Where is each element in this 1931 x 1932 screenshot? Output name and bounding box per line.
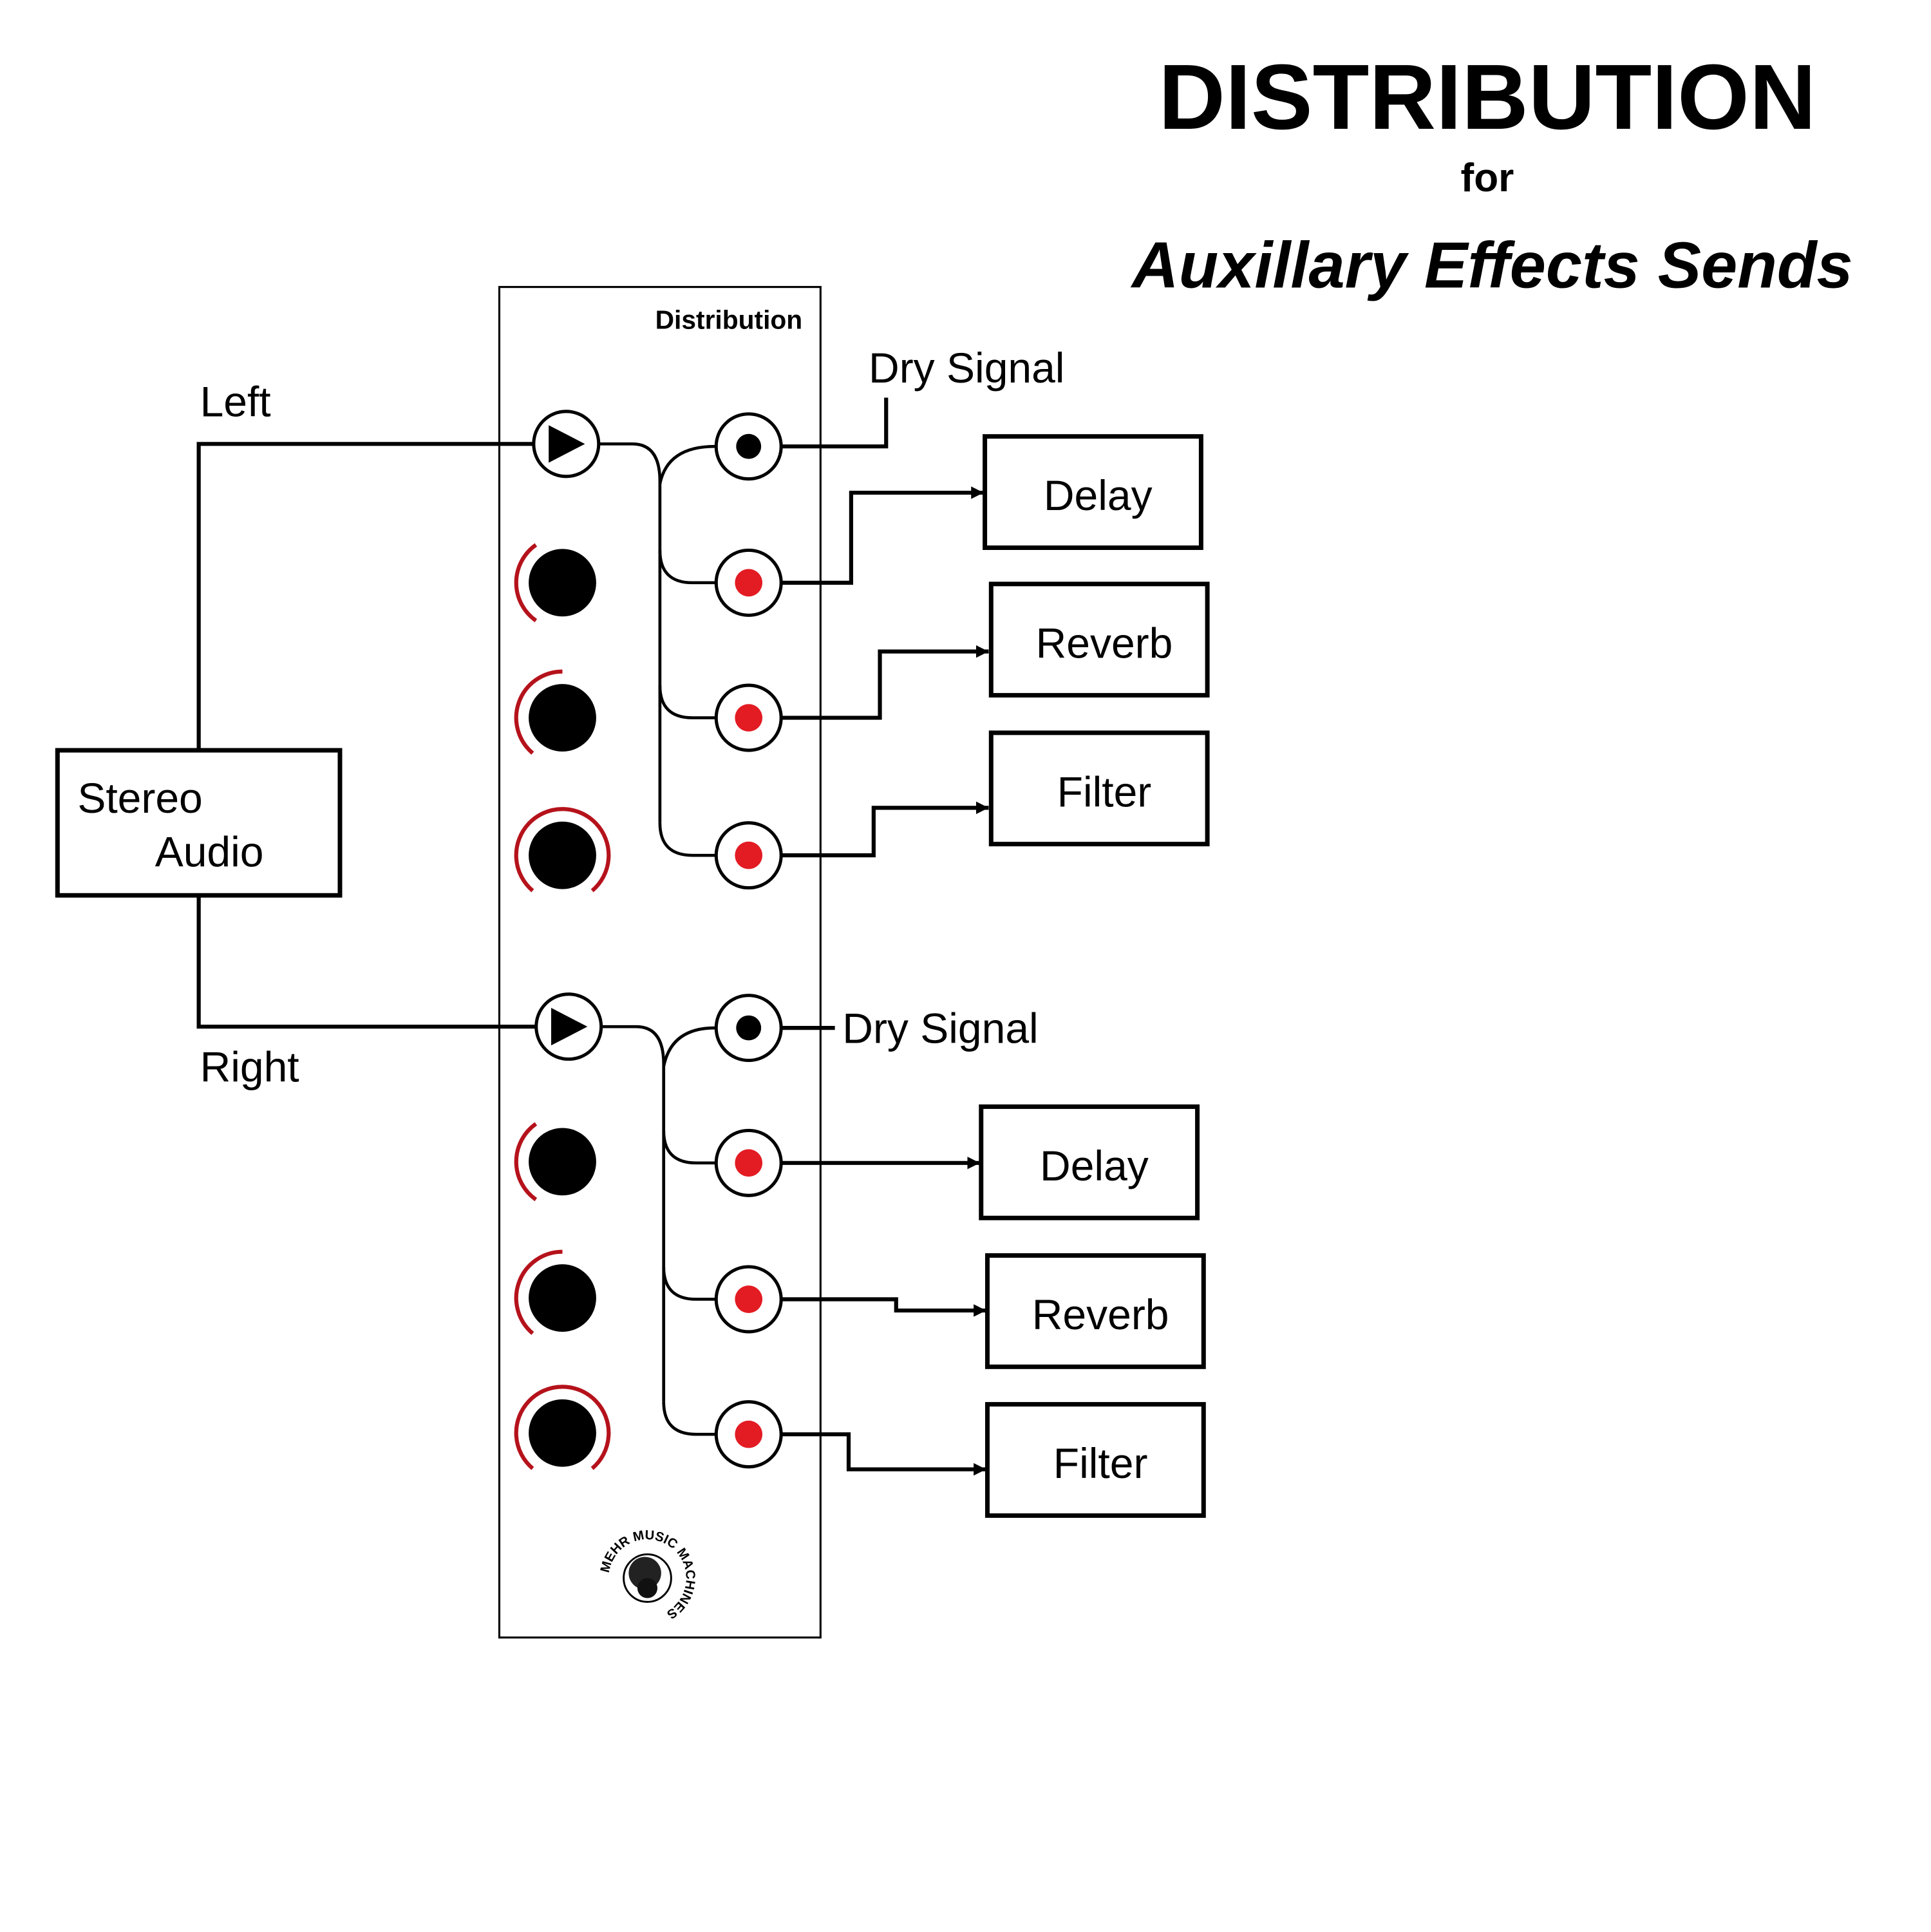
effect-box-reverb	[988, 582, 1210, 698]
page-title: DISTRIBUTION	[1158, 46, 1816, 149]
bus-branch-trace	[662, 1266, 715, 1301]
effect-box-filter	[988, 730, 1210, 847]
send-delay: Delay	[714, 1104, 1200, 1220]
dry-jack-dot	[736, 1015, 762, 1041]
effect-label: Delay	[1044, 471, 1153, 519]
stereo-audio-source: Stereo Audio	[55, 748, 343, 898]
send-cable-arrow	[782, 1297, 986, 1317]
send-filter: Filter	[714, 730, 1210, 890]
effect-box-reverb	[984, 1253, 1206, 1369]
bus-branch-trace	[658, 444, 715, 484]
knob-level-arc-low	[514, 1122, 538, 1202]
source-label-line2: Audio	[155, 828, 264, 876]
send-level-knob-1[interactable]	[514, 543, 596, 623]
knob-level-arc-high	[514, 807, 611, 893]
effect-label: Delay	[1040, 1142, 1149, 1189]
dry-signal-cable	[782, 397, 889, 449]
dry-signal-label: Dry Signal	[869, 344, 1064, 392]
knob-level-arc-high	[514, 1385, 611, 1470]
right-channel-label: Right	[200, 1043, 299, 1091]
bus-branch-trace	[658, 685, 715, 719]
effect-box-delay	[979, 1104, 1200, 1220]
play-triangle-icon	[549, 425, 585, 463]
send-filter: Filter	[714, 1400, 1206, 1518]
send-level-knob-3[interactable]	[514, 1385, 611, 1470]
knob-icon[interactable]	[529, 1399, 596, 1467]
left-input-cable	[196, 442, 551, 751]
knob-icon[interactable]	[529, 549, 596, 617]
send-jack-dot	[735, 841, 763, 869]
send-cable-arrow	[782, 645, 989, 720]
knob-level-arc-low	[514, 543, 538, 623]
knob-icon[interactable]	[529, 684, 596, 752]
bus-branch-trace	[662, 1130, 715, 1165]
bus-branch-trace	[662, 1026, 715, 1067]
send-jack-dot	[735, 1285, 763, 1313]
knob-level-arc-mid	[514, 669, 563, 755]
send-jack-dot	[735, 1420, 763, 1448]
send-level-knob-2[interactable]	[514, 669, 596, 755]
logo-portrait-shadow	[637, 1578, 658, 1598]
effect-box-filter	[984, 1402, 1206, 1518]
right-input-cable	[196, 895, 551, 1029]
bus-branch-trace	[658, 550, 715, 585]
effect-label: Reverb	[1036, 619, 1173, 667]
bus-branch-trace	[662, 1401, 715, 1436]
knob-icon[interactable]	[529, 821, 596, 889]
send-jack-dot	[735, 569, 763, 597]
send-cable-arrow	[782, 1432, 986, 1476]
send-level-knob-2[interactable]	[514, 1249, 596, 1335]
send-level-knob-3[interactable]	[514, 807, 611, 893]
send-level-knob-1[interactable]	[514, 1122, 596, 1202]
knob-icon[interactable]	[529, 1128, 596, 1196]
module-name: Distribution	[655, 305, 803, 335]
knob-level-arc-mid	[514, 1249, 563, 1335]
send-reverb: Reverb	[714, 582, 1210, 752]
source-label-line1: Stereo	[77, 774, 202, 822]
knob-icon[interactable]	[529, 1264, 596, 1332]
send-jack-dot	[735, 1149, 763, 1177]
left-channel-label: Left	[200, 378, 271, 426]
send-jack-dot	[735, 704, 763, 732]
dry-jack-dot	[736, 433, 762, 459]
effect-label: Filter	[1057, 768, 1152, 815]
dry-signal-label: Dry Signal	[842, 1004, 1038, 1052]
effect-label: Reverb	[1032, 1291, 1169, 1338]
play-triangle-icon	[551, 1008, 588, 1046]
send-cable-arrow	[782, 486, 984, 585]
effect-box-delay	[983, 434, 1203, 550]
title-connector: for	[1461, 156, 1514, 200]
send-reverb: Reverb	[714, 1253, 1206, 1369]
page-subtitle: Auxillary Effects Sends	[1130, 230, 1853, 302]
send-delay: Delay	[714, 434, 1203, 617]
bus-branch-trace	[658, 822, 715, 857]
send-cable-arrow	[782, 801, 989, 858]
effect-label: Filter	[1053, 1439, 1148, 1487]
